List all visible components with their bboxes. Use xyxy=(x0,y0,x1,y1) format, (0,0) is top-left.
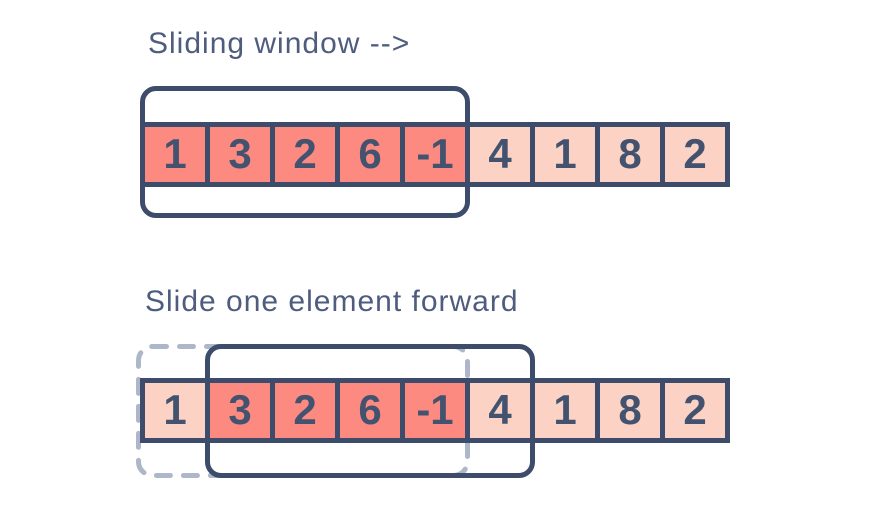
panel-title-slide-forward: Slide one element forward xyxy=(145,285,519,318)
array-cell: 1 xyxy=(530,383,595,438)
array-cell: 4 xyxy=(465,127,530,182)
array-cell: 8 xyxy=(595,383,660,438)
array-cell: 8 xyxy=(595,127,660,182)
array-cell: 2 xyxy=(270,127,335,182)
array-cell: 6 xyxy=(335,127,400,182)
panel-title-sliding-window: Sliding window --> xyxy=(148,27,411,60)
array-cell: 1 xyxy=(530,127,595,182)
array-cell: 2 xyxy=(270,383,335,438)
array-cell: 3 xyxy=(205,127,270,182)
array-cell: 2 xyxy=(660,383,725,438)
array-cell: -1 xyxy=(400,383,465,438)
array-cell: 4 xyxy=(465,383,530,438)
array-cell: 1 xyxy=(145,383,205,438)
array-cell: -1 xyxy=(400,127,465,182)
array-cell: 2 xyxy=(660,127,725,182)
array-cell: 1 xyxy=(145,127,205,182)
array-cell: 3 xyxy=(205,383,270,438)
array-cell: 6 xyxy=(335,383,400,438)
